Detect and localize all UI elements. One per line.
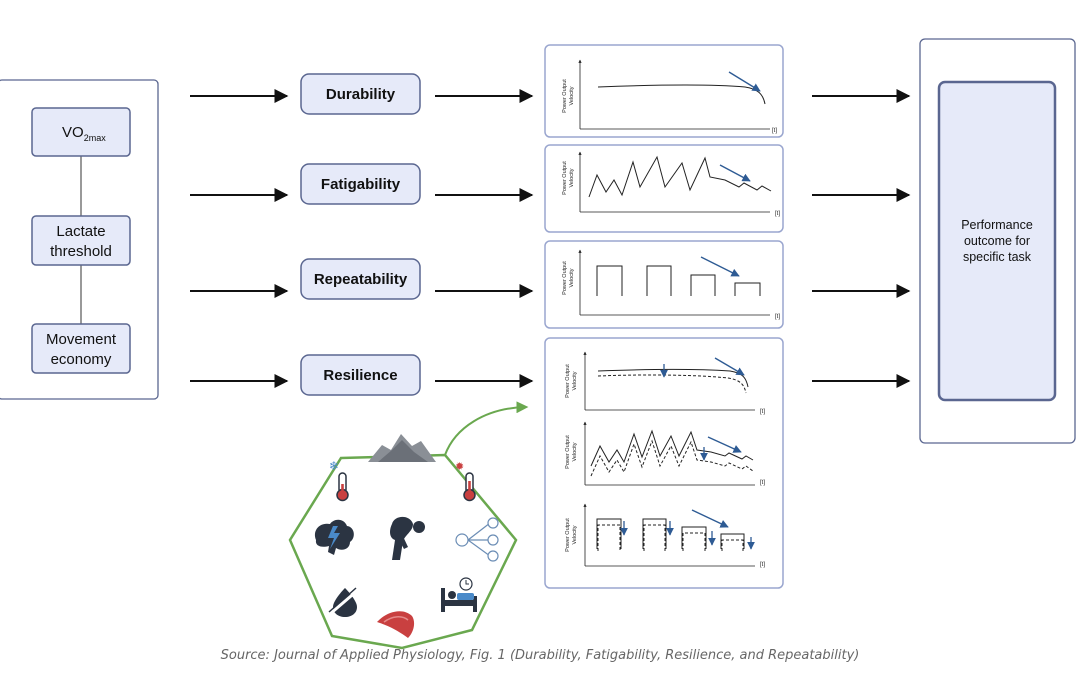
durability-label: Durability xyxy=(326,86,396,103)
resilience-c-xunit: [t] xyxy=(760,562,765,568)
vo2max-label: VO xyxy=(62,124,84,141)
svg-text:Power Output: Power Output xyxy=(562,79,568,113)
resilience-c-ylabel-1: Power Output xyxy=(565,518,571,552)
svg-text:Power Output: Power Output xyxy=(565,364,571,398)
vo2max-box: VO2max xyxy=(31,107,131,157)
repeatability-graph-panel: Power Output Velocity [t] xyxy=(544,240,784,329)
arrows-to-graphs xyxy=(435,89,534,388)
bed-clock-icon xyxy=(441,577,477,612)
svg-text:Velocity: Velocity xyxy=(569,168,575,187)
concept-repeatability: Repeatability xyxy=(300,258,421,300)
svg-text:Power Output: Power Output xyxy=(562,261,568,295)
resilience-b-ylabel-2: Velocity xyxy=(572,442,578,461)
svg-text:Velocity: Velocity xyxy=(572,525,578,544)
durability-graph-panel: Power Output Velocity [t] xyxy=(544,44,784,138)
hot-thermometer-icon: ✹ xyxy=(455,460,476,502)
fatigued-person-icon xyxy=(390,516,425,560)
stressors-octagon: ❄ ✹ xyxy=(288,401,529,650)
resilience-a-ylabel-2: Velocity xyxy=(572,371,578,390)
resilience-fatigability-mini: Power Output Velocity [t] xyxy=(565,421,765,486)
svg-text:❄: ❄ xyxy=(329,459,339,473)
resilience-repeatability-mini: Power Output Velocity [t] xyxy=(565,503,765,568)
durability-ylabel-1: Power Output xyxy=(562,79,568,113)
resilience-graph-panel: Power Output Velocity [t] Power Output V… xyxy=(544,337,784,589)
cold-thermometer-icon: ❄ xyxy=(329,459,349,502)
svg-text:Velocity: Velocity xyxy=(572,442,578,461)
lactate-label-line1: Lactate xyxy=(56,223,105,240)
arrows-to-outcome xyxy=(812,89,911,388)
outcome-line1: Performance xyxy=(961,218,1033,232)
svg-text:✹: ✹ xyxy=(455,460,464,473)
durability-ylabel-2: Velocity xyxy=(569,86,575,105)
fatigability-xunit: [t] xyxy=(775,211,780,217)
resilience-label: Resilience xyxy=(323,367,397,384)
resilience-b-ylabel-1: Power Output xyxy=(565,435,571,469)
economy-label-line1: Movement xyxy=(46,331,117,348)
network-nodes-icon xyxy=(455,517,499,562)
resilience-durability-mini: Power Output Velocity [t] xyxy=(565,351,765,415)
outcome-line3: specific task xyxy=(963,250,1032,264)
determinants-panel: VO2max Lactate threshold Movement econom… xyxy=(0,79,159,400)
lactate-threshold-box: Lactate threshold xyxy=(31,215,131,266)
resilience-b-xunit: [t] xyxy=(760,480,765,486)
durability-xunit: [t] xyxy=(772,128,777,134)
muscle-icon xyxy=(377,611,415,638)
dehydration-drop-icon xyxy=(328,587,359,617)
svg-text:Power Output: Power Output xyxy=(565,435,571,469)
resilience-a-ylabel-1: Power Output xyxy=(565,364,571,398)
concept-durability: Durability xyxy=(300,73,421,115)
svg-text:Velocity: Velocity xyxy=(572,371,578,390)
economy-label-line2: economy xyxy=(51,351,112,368)
svg-text:Velocity: Velocity xyxy=(569,268,575,287)
source-caption: Source: Journal of Applied Physiology, F… xyxy=(220,648,860,663)
repeatability-xunit: [t] xyxy=(775,314,780,320)
resilience-a-xunit: [t] xyxy=(760,409,765,415)
repeatability-ylabel-2: Velocity xyxy=(569,268,575,287)
vo2max-subscript: 2max xyxy=(84,133,107,143)
svg-text:Velocity: Velocity xyxy=(569,86,575,105)
fatigability-ylabel-1: Power Output xyxy=(562,161,568,195)
repeatability-ylabel-1: Power Output xyxy=(562,261,568,295)
mountain-icon xyxy=(368,434,436,462)
fatigability-graph-panel: Power Output Velocity [t] xyxy=(544,144,784,233)
repeatability-label: Repeatability xyxy=(314,271,408,288)
concept-fatigability: Fatigability xyxy=(300,163,421,205)
svg-text:Power Output: Power Output xyxy=(562,161,568,195)
movement-economy-box: Movement economy xyxy=(31,323,131,374)
lactate-label-line2: threshold xyxy=(50,243,112,260)
svg-text:VO2max: VO2max xyxy=(62,124,106,143)
resilience-c-ylabel-2: Velocity xyxy=(572,525,578,544)
svg-text:Power Output: Power Output xyxy=(565,518,571,552)
performance-outcome-panel: Performance outcome for specific task xyxy=(919,38,1076,444)
fatigability-ylabel-2: Velocity xyxy=(569,168,575,187)
outcome-line2: outcome for xyxy=(964,234,1030,248)
concept-resilience: Resilience xyxy=(300,354,421,396)
fatigability-label: Fatigability xyxy=(321,176,401,193)
brain-lightning-icon xyxy=(314,519,354,555)
arrows-to-concepts xyxy=(190,89,289,388)
